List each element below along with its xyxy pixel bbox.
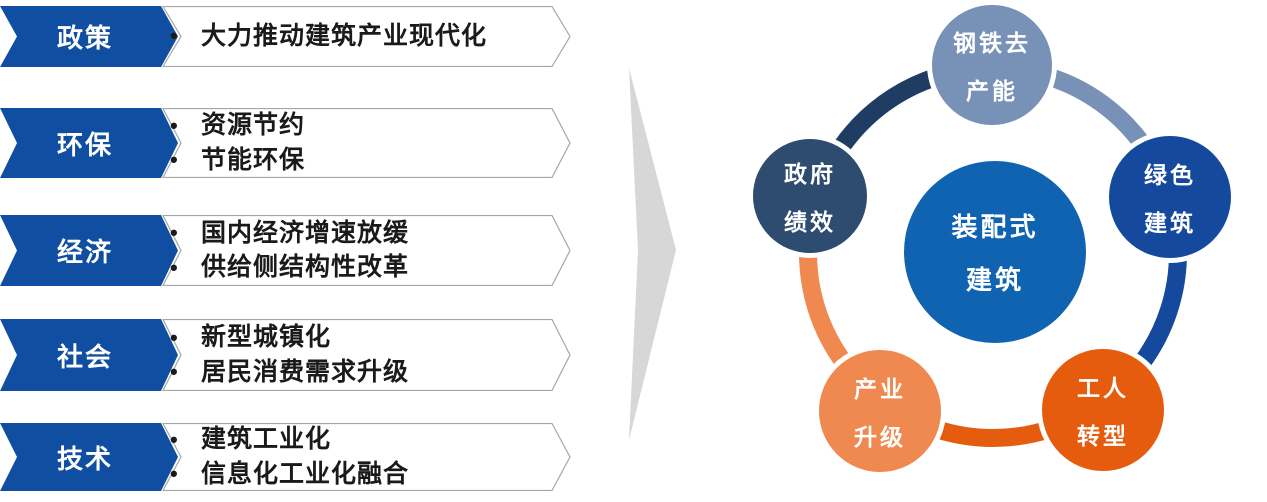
bullet-icon: • [170, 23, 179, 49]
node-label-line: 转型 [1077, 423, 1129, 449]
node-label-line: 产业 [854, 376, 906, 402]
bullet-list: • 大力推动建筑产业现代化 [166, 6, 556, 67]
category-chevron [0, 108, 178, 178]
node-worker-transition: 工人 转型 [1042, 349, 1164, 471]
node-hub-prefab-building: 装配式 建筑 [904, 161, 1086, 343]
node-label-line: 工人 [1077, 375, 1129, 401]
node-gov-performance: 政府 绩效 [753, 139, 867, 253]
bullet-list: • 国内经济增速放缓 • 供给侧结构性改革 [166, 215, 556, 286]
list-item: • 供给侧结构性改革 [166, 253, 556, 282]
bullet-icon: • [170, 426, 179, 452]
driver-row-society: 社会 • 新型城镇化 • 居民消费需求升级 [0, 319, 572, 391]
category-chevron [0, 319, 178, 391]
ring-diagram: 装配式 建筑 钢铁去 产能 绿色 建筑 政府 绩效 产业 升级 工人 转型 [740, 0, 1267, 502]
bullet-icon: • [170, 254, 179, 280]
bullet-text: 新型城镇化 [201, 323, 332, 351]
node-label-line: 绿色 [1144, 162, 1196, 188]
category-label: 经济 [56, 237, 113, 267]
bullet-text: 资源节约 [201, 111, 306, 139]
driver-row-technology: 技术 • 建筑工业化 • 信息化工业化融合 [0, 423, 572, 491]
node-label-line: 建筑 [965, 265, 1024, 295]
list-item: • 居民消费需求升级 [166, 357, 556, 387]
bullet-list: • 资源节约 • 节能环保 [166, 108, 556, 178]
bullet-icon: • [170, 220, 179, 246]
node-label-line: 产能 [966, 78, 1018, 104]
category-label: 政策 [56, 23, 113, 53]
bullet-icon: • [170, 461, 179, 487]
category-label: 环保 [56, 129, 113, 160]
row-shape [0, 319, 571, 391]
bullet-text: 居民消费需求升级 [201, 357, 410, 386]
category-chevron [0, 215, 178, 286]
bullet-text: 大力推动建筑产业现代化 [201, 21, 488, 50]
category-chevron [0, 6, 178, 67]
bullet-icon: • [170, 359, 179, 385]
flow-arrow-icon [629, 68, 676, 440]
list-item: • 国内经济增速放缓 [166, 218, 556, 248]
bullet-icon: • [170, 112, 179, 138]
list-item: • 大力推动建筑产业现代化 [166, 21, 556, 51]
node-industry-upgrade: 产业 升级 [819, 350, 941, 472]
row-shape [0, 423, 571, 491]
bullet-text: 节能环保 [201, 145, 306, 174]
driver-row-economy: 经济 • 国内经济增速放缓 • 供给侧结构性改革 [0, 215, 572, 286]
node-label-line: 装配式 [951, 212, 1039, 242]
driver-row-environment: 环保 • 资源节约 • 节能环保 [0, 108, 572, 178]
bullet-list: • 建筑工业化 • 信息化工业化融合 [166, 423, 556, 491]
list-item: • 信息化工业化融合 [166, 459, 556, 489]
list-item: • 新型城镇化 [166, 323, 556, 352]
list-item: • 建筑工业化 [166, 425, 556, 454]
row-shape [0, 108, 571, 178]
node-label-line: 建筑 [1144, 210, 1196, 236]
detail-chevron [162, 6, 571, 67]
node-label-line: 绩效 [784, 209, 836, 235]
bullet-text: 建筑工业化 [201, 425, 332, 453]
detail-chevron [162, 108, 571, 178]
driver-row-policy: 政策 • 大力推动建筑产业现代化 [0, 6, 572, 67]
list-item: • 节能环保 [166, 145, 556, 175]
detail-chevron [162, 319, 571, 391]
node-label-line: 升级 [854, 424, 906, 450]
bullet-text: 国内经济增速放缓 [201, 218, 410, 247]
row-shape [0, 215, 571, 286]
category-label: 技术 [56, 443, 113, 474]
node-label-line: 政府 [784, 161, 836, 187]
flow-arrow-shape [629, 68, 676, 440]
bullet-icon: • [170, 147, 179, 173]
category-chevron [0, 423, 178, 491]
node-steel-decapacity: 钢铁去 产能 [932, 5, 1052, 125]
node-label-line: 钢铁去 [953, 30, 1031, 56]
detail-chevron [162, 215, 571, 286]
category-label: 社会 [56, 341, 113, 372]
row-shape [0, 6, 571, 67]
bullet-text: 信息化工业化融合 [201, 459, 410, 488]
list-item: • 资源节约 [166, 111, 556, 140]
detail-chevron [162, 423, 571, 491]
bullet-text: 供给侧结构性改革 [201, 253, 410, 281]
bullet-icon: • [170, 324, 179, 350]
node-green-building: 绿色 建筑 [1109, 136, 1231, 258]
bullet-list: • 新型城镇化 • 居民消费需求升级 [166, 319, 556, 391]
